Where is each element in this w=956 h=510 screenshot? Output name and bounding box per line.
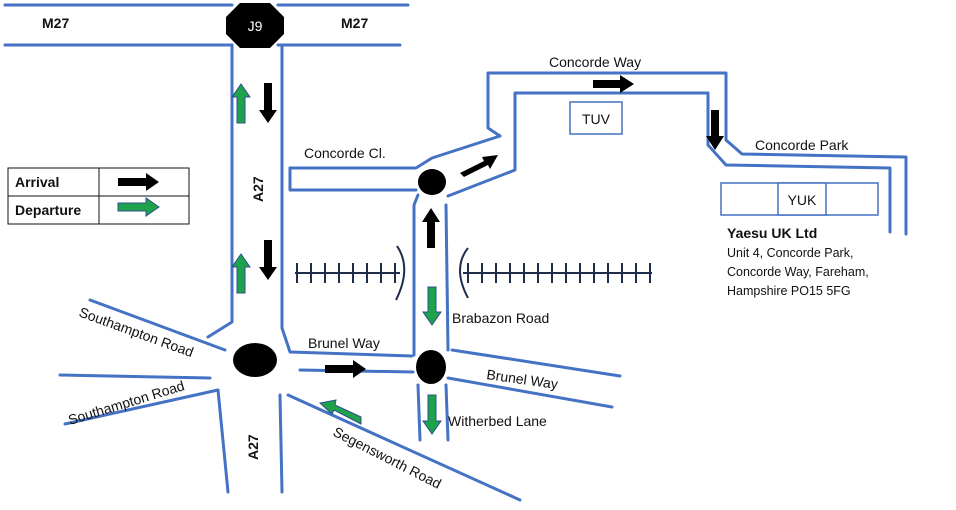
witherbed-lane-label: Witherbed Lane	[448, 413, 547, 429]
legend-departure-arrow	[117, 197, 160, 217]
arrival-arrow	[422, 208, 440, 248]
arrival-arrow	[460, 155, 498, 177]
southampton-road	[58, 298, 227, 426]
departure-arrow	[231, 253, 251, 294]
building-yuk-label: YUK	[788, 192, 817, 208]
legend: Arrival Departure	[7, 167, 190, 225]
roundabout-concorde	[418, 169, 446, 195]
brunel-way-label-left: Brunel Way	[308, 335, 380, 351]
brabazon-road-label: Brabazon Road	[452, 310, 549, 326]
building-tuv-label: TUV	[582, 111, 611, 127]
a27-label-upper: A27	[250, 176, 266, 202]
concorde-way	[446, 71, 908, 236]
segensworth-road	[286, 368, 522, 502]
a27-north	[206, 43, 284, 339]
building-yuk	[777, 182, 827, 216]
brunel-way-left	[280, 326, 414, 358]
concorde-close-label: Concorde Cl.	[304, 145, 386, 161]
m27-label-right: M27	[341, 15, 368, 31]
rail-bridge-left	[395, 245, 406, 301]
departure-arrow	[231, 83, 251, 124]
m27-motorway	[3, 3, 410, 47]
concorde-way-label: Concorde Way	[549, 54, 641, 70]
roundabout-a27	[233, 343, 277, 377]
arrival-arrow	[259, 83, 277, 123]
departure-arrow	[422, 394, 442, 435]
junction-label: J9	[248, 18, 263, 34]
brunel-way-right	[446, 348, 622, 409]
address-line-3: Hampshire PO15 5FG	[727, 284, 851, 298]
brabazon-road	[412, 193, 450, 357]
building-tuv	[569, 101, 623, 135]
legend-arrival-label: Arrival	[15, 174, 59, 190]
arrival-arrow	[259, 240, 277, 280]
a27-label-lower: A27	[245, 434, 261, 460]
arrival-arrow	[593, 75, 634, 93]
address-block: Yaesu UK Ltd Unit 4, Concorde Park, Conc…	[727, 225, 869, 298]
legend-departure-label: Departure	[15, 202, 81, 218]
address-line-1: Unit 4, Concorde Park,	[727, 246, 853, 260]
rail-bridge-right	[459, 247, 469, 299]
address-line-2: Concorde Way, Fareham,	[727, 265, 869, 279]
witherbed-lane	[416, 383, 450, 442]
concorde-park-label: Concorde Park	[755, 137, 849, 153]
departure-arrow	[318, 399, 362, 425]
railway-left	[295, 263, 400, 283]
concorde-close	[288, 134, 502, 192]
junction-9-sign	[226, 3, 284, 48]
a27-south	[216, 388, 284, 494]
roundabout-brunel	[416, 350, 446, 384]
arrival-arrow	[706, 110, 724, 150]
arrival-arrow	[325, 360, 366, 378]
company-name: Yaesu UK Ltd	[727, 225, 817, 241]
railway-right	[463, 263, 652, 283]
m27-label-left: M27	[42, 15, 69, 31]
departure-arrow	[422, 286, 442, 326]
legend-arrival-arrow	[118, 173, 159, 191]
